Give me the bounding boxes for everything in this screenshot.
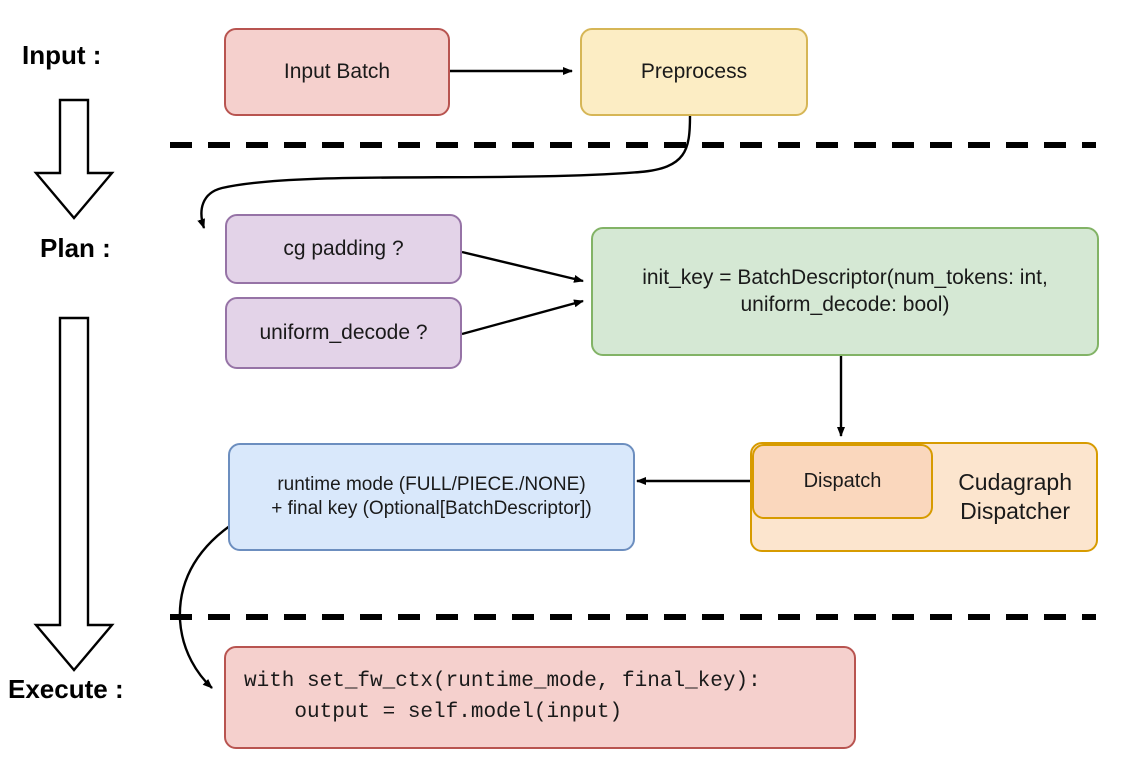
node-init-key-label: init_key = BatchDescriptor(num_tokens: i… <box>642 266 1048 316</box>
edge-preprocess-to-plan <box>197 115 692 229</box>
edge-uniform-decode-to-init-key <box>461 299 584 336</box>
stage-arrow-plan-to-execute <box>33 316 115 672</box>
edge-runtime-mode-to-execute <box>178 519 238 689</box>
stage-label-execute: Execute : <box>8 674 124 704</box>
node-dispatch-label: Dispatch <box>803 470 882 492</box>
node-input-batch[interactable]: Input Batch <box>224 28 450 116</box>
node-preprocess-label: Preprocess <box>640 59 748 83</box>
stage-label-input: Input : <box>22 40 102 70</box>
node-input-batch-label: Input Batch <box>283 59 391 83</box>
node-execute-code[interactable]: with set_fw_ctx(runtime_mode, final_key)… <box>224 646 856 749</box>
node-runtime-mode-label: runtime mode (FULL/PIECE./NONE) + final … <box>271 474 592 519</box>
node-uniform-decode-label: uniform_decode ? <box>259 320 428 344</box>
node-cg-padding-label: cg padding ? <box>283 236 404 260</box>
node-uniform-decode[interactable]: uniform_decode ? <box>225 297 462 369</box>
node-dispatch[interactable]: Dispatch <box>752 444 933 519</box>
node-preprocess[interactable]: Preprocess <box>580 28 808 116</box>
node-runtime-mode[interactable]: runtime mode (FULL/PIECE./NONE) + final … <box>228 443 635 551</box>
node-cg-padding[interactable]: cg padding ? <box>225 214 462 284</box>
node-execute-code-label: with set_fw_ctx(runtime_mode, final_key)… <box>244 670 761 724</box>
stage-arrow-input-to-plan <box>33 98 115 220</box>
node-init-key[interactable]: init_key = BatchDescriptor(num_tokens: i… <box>591 227 1099 356</box>
node-cudagraph-dispatcher-label: Cudagraph Dispatcher <box>958 469 1072 524</box>
stage-label-plan: Plan : <box>40 233 111 263</box>
edge-cg-padding-to-init-key <box>461 250 584 283</box>
